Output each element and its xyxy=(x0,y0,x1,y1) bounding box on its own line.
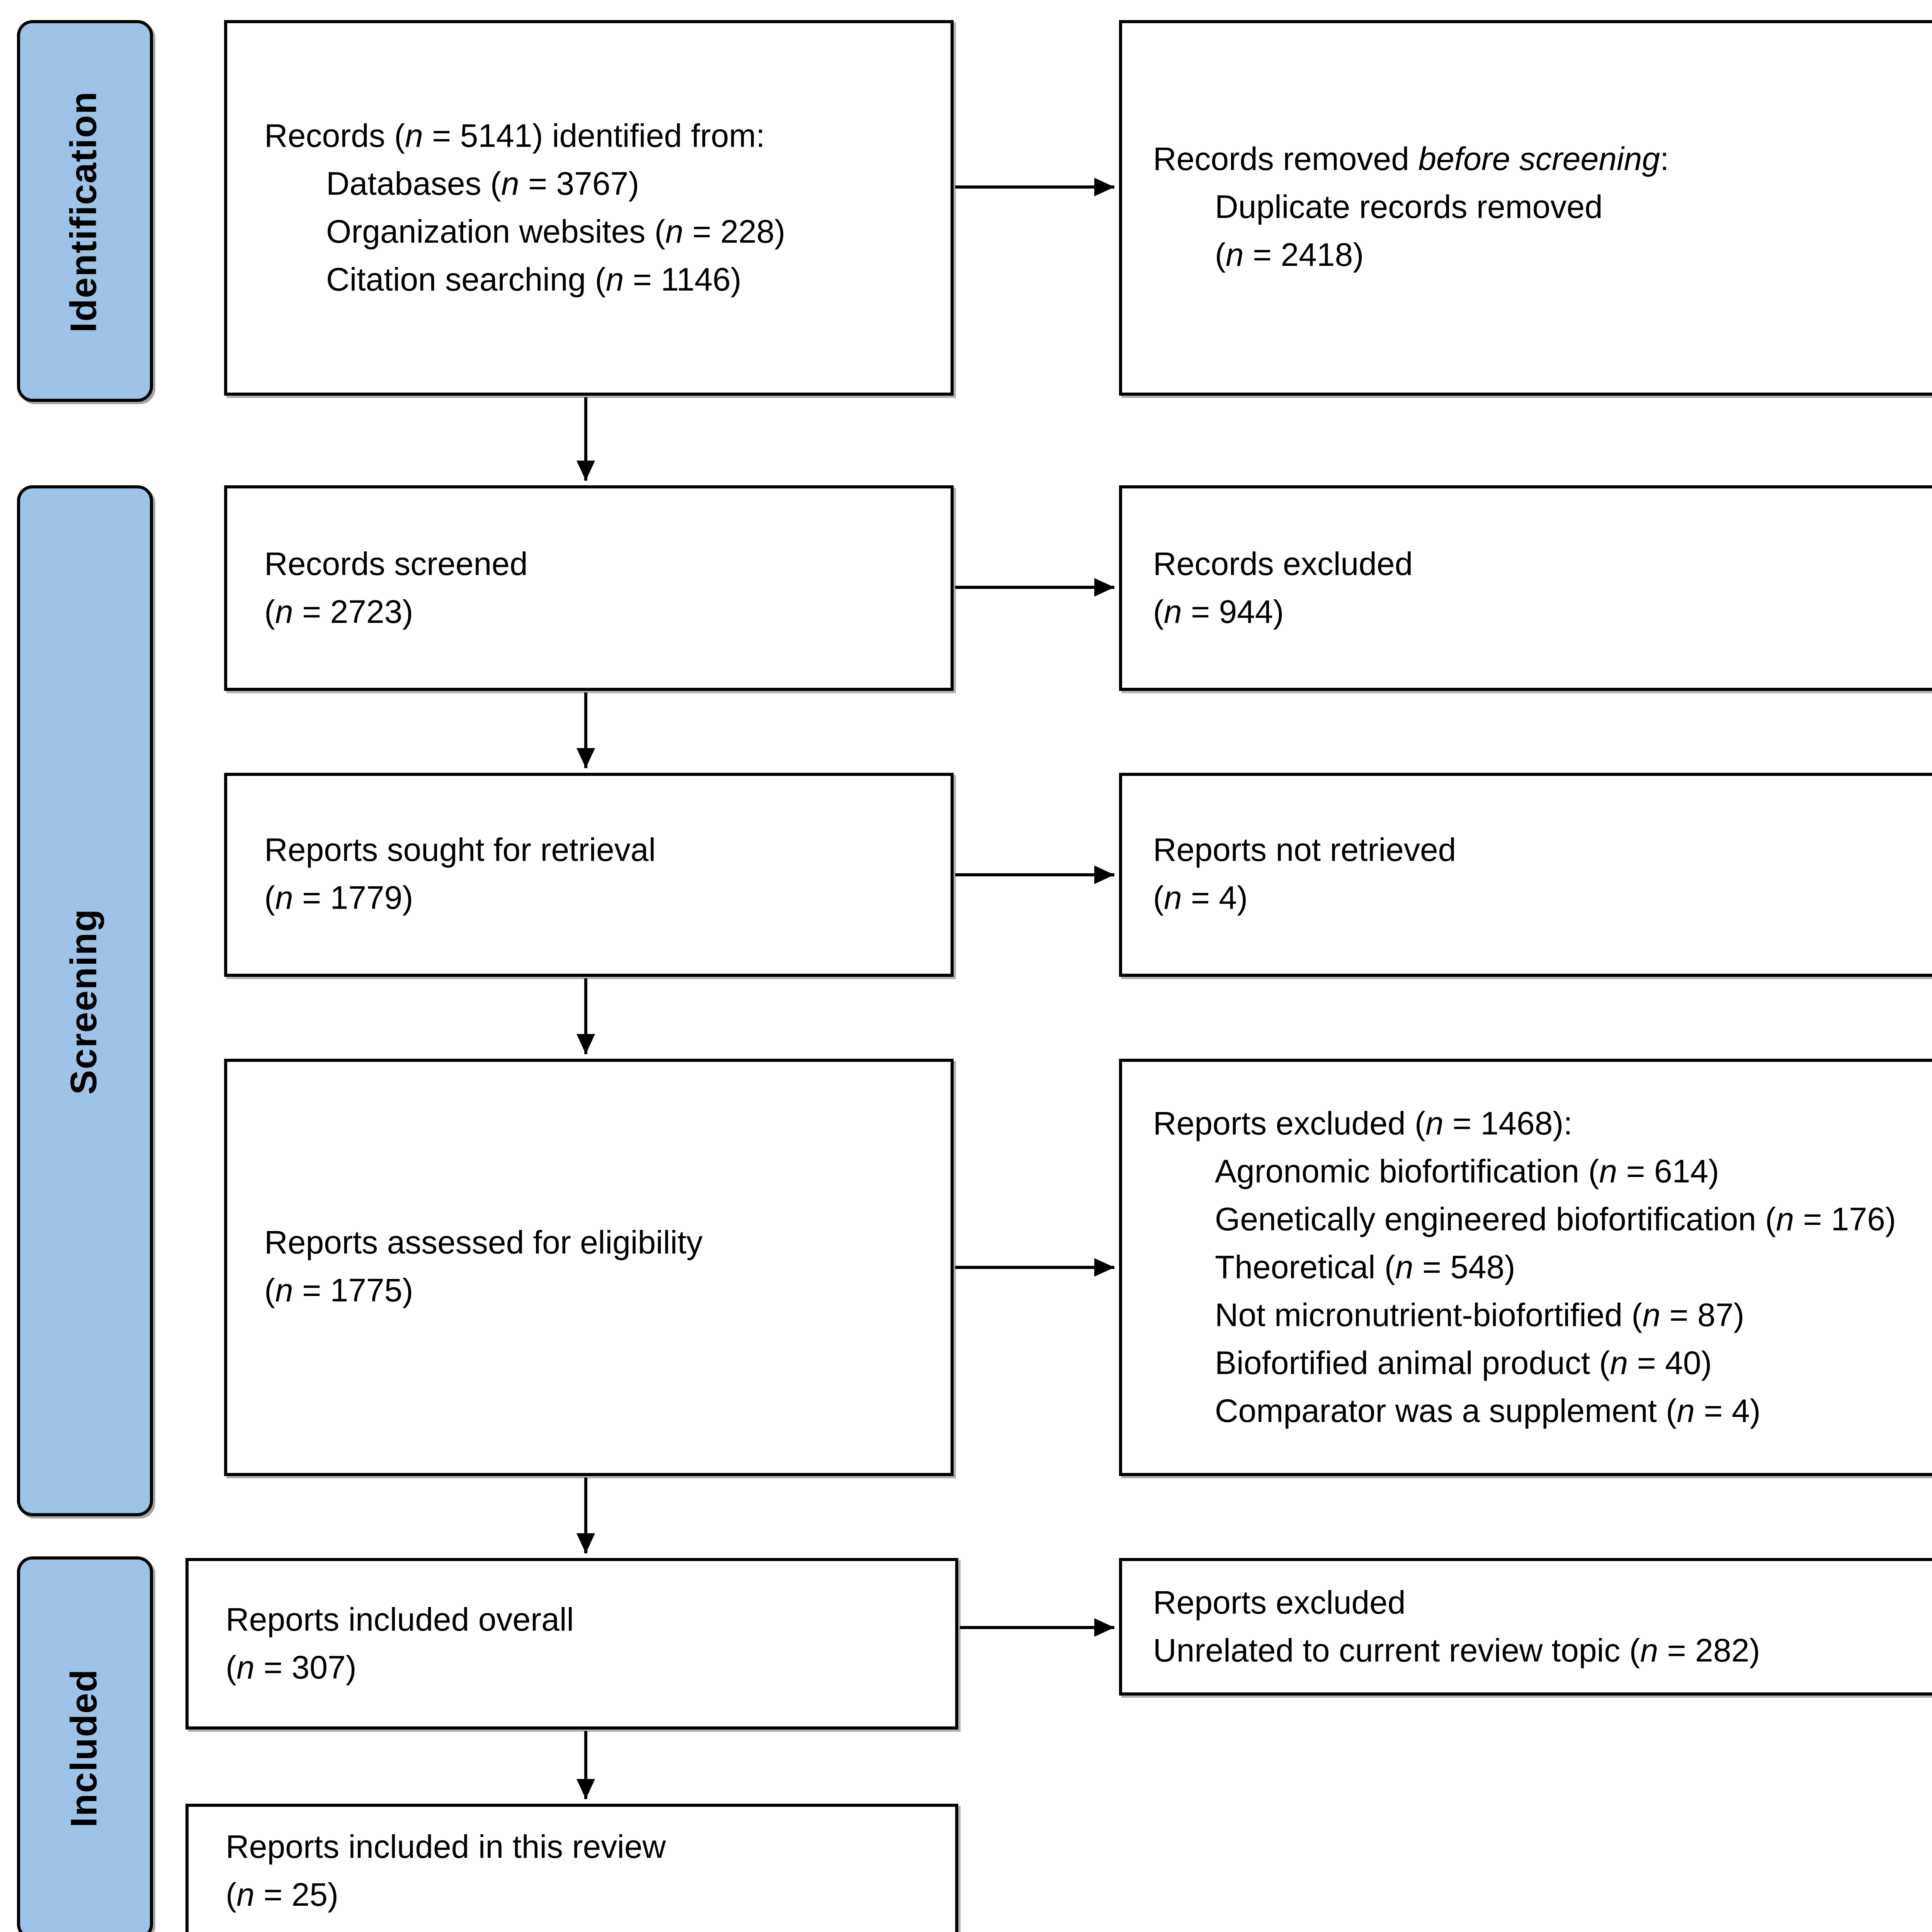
box-text-line: Citation searching (n = 1146) xyxy=(326,262,742,298)
box-text-line: Biofortified animal product (n = 40) xyxy=(1215,1345,1712,1381)
box-reports-assessed: Reports assessed for eligibility (n = 17… xyxy=(224,1059,954,1476)
stage-screening-label: Screening xyxy=(63,907,105,1094)
box-text-line: Genetically engineered biofortification … xyxy=(1215,1202,1896,1237)
box-text-line: (n = 25) xyxy=(226,1877,338,1913)
box-records-screened: Records screened (n = 2723) xyxy=(224,485,954,691)
box-text-line: (n = 1775) xyxy=(264,1274,413,1309)
box-text-line: (n = 1779) xyxy=(264,881,413,917)
box-records-identified: Records (n = 5141) identified from: Data… xyxy=(224,20,954,396)
box-text-line: Agronomic biofortification (n = 614) xyxy=(1215,1154,1719,1189)
box-records-removed: Records removed before screening: Duplic… xyxy=(1119,20,1932,396)
box-text-line: Reports assessed for eligibility xyxy=(264,1226,703,1261)
stage-included: Included xyxy=(17,1556,153,1932)
box-reports-excluded-eligibility: Reports excluded (n = 1468): Agronomic b… xyxy=(1119,1059,1932,1476)
stage-screening: Screening xyxy=(17,485,153,1516)
box-reports-excluded-unrelated: Reports excluded Unrelated to current re… xyxy=(1119,1558,1932,1696)
box-text-line: Reports included in this review xyxy=(226,1829,666,1865)
stage-identification: Identification xyxy=(17,20,153,402)
box-text-line: (n = 4) xyxy=(1153,881,1248,917)
box-text-line: (n = 307) xyxy=(226,1650,357,1685)
stage-identification-label: Identification xyxy=(63,90,105,332)
box-text-line: Records (n = 5141) identified from: xyxy=(264,118,765,154)
box-text-line: (n = 944) xyxy=(1153,594,1284,630)
box-text-line: Reports not retrieved xyxy=(1153,833,1456,869)
box-records-excluded: Records excluded (n = 944) xyxy=(1119,485,1932,691)
box-text-line: Duplicate records removed xyxy=(1215,190,1603,226)
box-text-line: Not micronutrient-biofortified (n = 87) xyxy=(1215,1298,1745,1333)
box-reports-not-retrieved: Reports not retrieved (n = 4) xyxy=(1119,773,1932,977)
box-text-line: Records removed before screening: xyxy=(1153,142,1669,178)
box-reports-included-review: Reports included in this review (n = 25) xyxy=(185,1804,958,1932)
box-text-line: Reports excluded (n = 1468): xyxy=(1153,1106,1573,1141)
box-reports-sought: Reports sought for retrieval (n = 1779) xyxy=(224,773,954,977)
box-text-line: Reports excluded xyxy=(1153,1585,1406,1621)
box-reports-included-overall: Reports included overall (n = 307) xyxy=(185,1558,958,1730)
box-text-line: Theoretical (n = 548) xyxy=(1215,1250,1515,1285)
box-text-line: Databases (n = 3767) xyxy=(326,166,639,202)
box-text-line: Reports included overall xyxy=(226,1602,574,1638)
box-text-line: Records excluded xyxy=(1153,546,1413,582)
box-text-line: Organization websites (n = 228) xyxy=(326,214,786,250)
box-text-line: Unrelated to current review topic (n = 2… xyxy=(1153,1633,1760,1668)
box-text-line: (n = 2418) xyxy=(1215,238,1364,274)
box-text-line: Reports sought for retrieval xyxy=(264,833,656,869)
stage-included-label: Included xyxy=(63,1668,105,1828)
box-text-line: Comparator was a supplement (n = 4) xyxy=(1215,1393,1761,1429)
box-text-line: Records screened xyxy=(264,546,528,582)
box-text-line: (n = 2723) xyxy=(264,594,413,630)
